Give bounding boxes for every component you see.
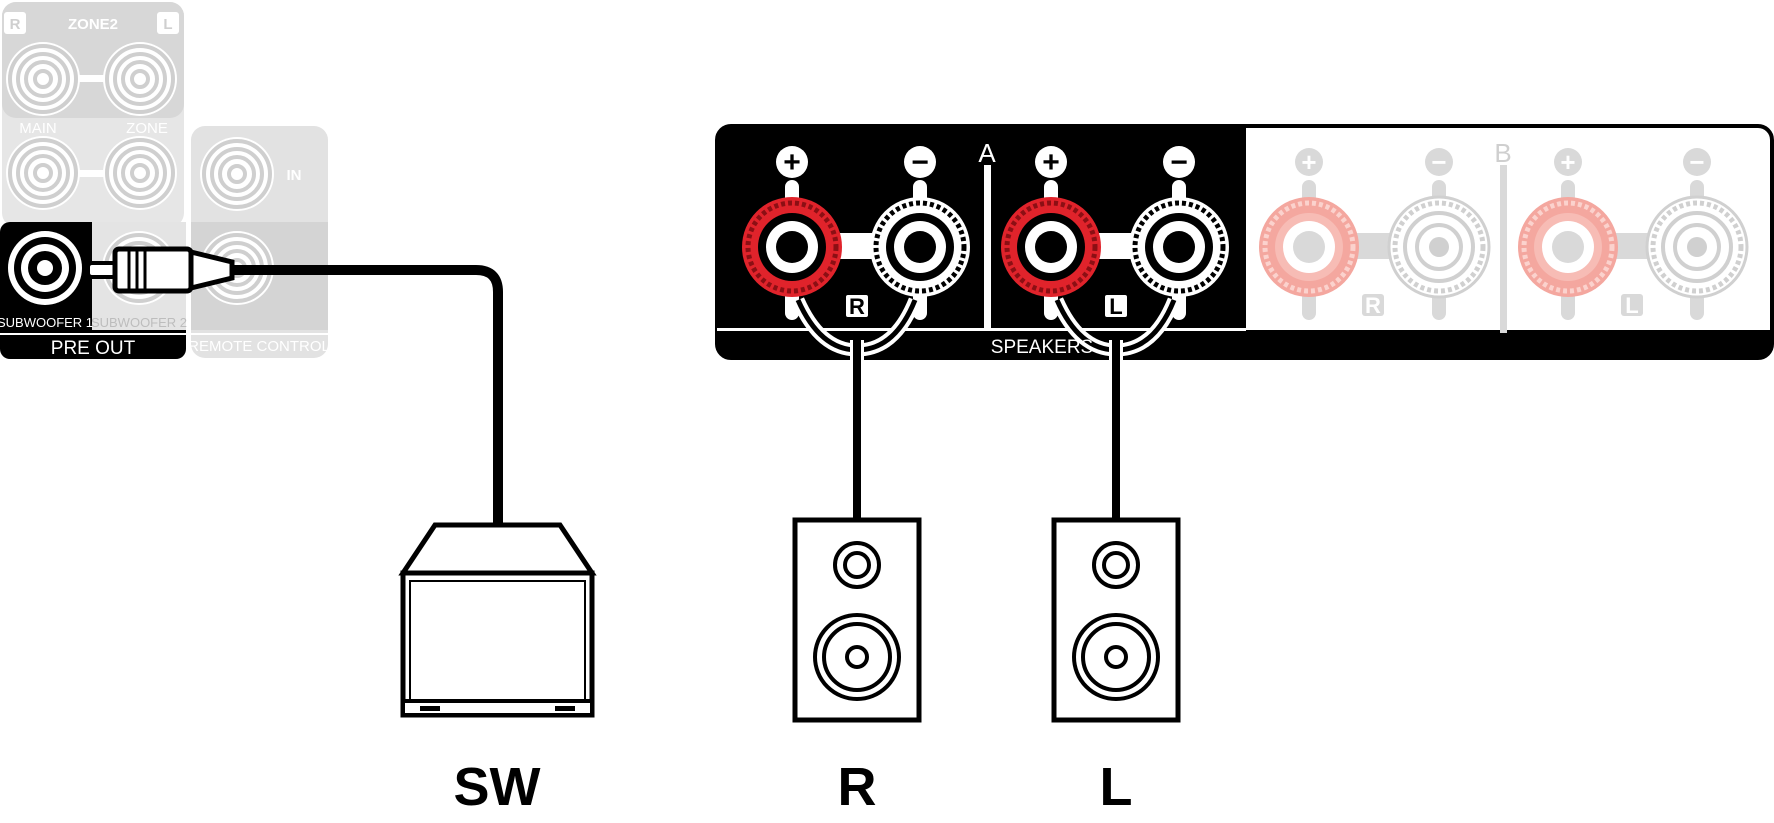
- speakers-panel: A B + − R + −: [715, 124, 1774, 360]
- terminal-b-r-minus[interactable]: [1389, 197, 1489, 297]
- minus-symbol: −: [1431, 147, 1446, 177]
- zone2-r-badge: [4, 12, 26, 34]
- plus-symbol: +: [1560, 147, 1575, 177]
- pre-out-caption: PRE OUT: [51, 338, 136, 359]
- plus-icon: [1035, 146, 1067, 178]
- zone2-panel: R L ZONE2 MAIN ZONE: [2, 2, 184, 227]
- main-jack[interactable]: [4, 134, 82, 212]
- right-speaker: [795, 520, 919, 720]
- rca-plug: [86, 246, 235, 294]
- speaker-a-l-terminals: + − L: [1001, 146, 1229, 320]
- subwoofer-label: SW: [454, 757, 541, 817]
- subwoofer1-label: SUBWOOFER 1: [0, 315, 93, 330]
- left-speaker: [1054, 520, 1178, 720]
- speaker-a-r-terminals: + − R: [742, 146, 970, 320]
- speaker-b-r-terminals: + − R: [1259, 147, 1489, 320]
- zone2-l-badge-text: L: [163, 16, 172, 33]
- left-speaker-label: L: [1100, 757, 1133, 817]
- terminal-a-l-minus[interactable]: [1129, 197, 1229, 297]
- minus-icon: [1163, 146, 1195, 178]
- plus-icon: [1295, 148, 1323, 176]
- minus-symbol: −: [911, 146, 929, 179]
- subwoofer2-label: SUBWOOFER 2: [91, 315, 187, 330]
- zone2-jack-l[interactable]: [101, 40, 179, 118]
- right-speaker-label: R: [838, 757, 877, 817]
- plus-icon: [1554, 148, 1582, 176]
- subwoofer-cable: [230, 265, 503, 525]
- main-label: MAIN: [19, 120, 57, 137]
- minus-icon: [1425, 148, 1453, 176]
- zone2-l-badge: [157, 12, 179, 34]
- terminal-b-r-plus[interactable]: [1259, 197, 1359, 297]
- zone2-r-badge-text: R: [10, 16, 21, 33]
- zone-label: ZONE: [126, 120, 168, 137]
- plus-symbol: +: [1301, 147, 1316, 177]
- channel-r-badge: R: [849, 294, 865, 319]
- group-b-label: B: [1494, 138, 1511, 168]
- speaker-cables: [850, 340, 1123, 520]
- remote-control-panel: IN REMOTE CONTROL: [188, 126, 330, 358]
- group-a-label: A: [978, 138, 996, 168]
- remote-in-label: IN: [287, 167, 302, 184]
- minus-symbol: −: [1170, 146, 1188, 179]
- plus-symbol: +: [783, 146, 801, 179]
- channel-l-badge: L: [1109, 294, 1122, 319]
- speakers-caption: SPEAKERS: [991, 337, 1093, 358]
- terminal-b-l-plus[interactable]: [1518, 197, 1618, 297]
- remote-in-jack[interactable]: [198, 135, 276, 213]
- pre-out-panel: SUBWOOFER 1 SUBWOOFER 2 PRE OUT: [0, 222, 187, 359]
- terminal-a-l-plus[interactable]: [1001, 197, 1101, 297]
- plus-icon: [776, 146, 808, 178]
- minus-icon: [1683, 148, 1711, 176]
- zone-jack[interactable]: [101, 134, 179, 212]
- remote-control-caption: REMOTE CONTROL: [188, 338, 330, 355]
- channel-l-badge-b: L: [1625, 293, 1638, 318]
- terminal-a-r-plus[interactable]: [742, 197, 842, 297]
- channel-r-badge-b: R: [1365, 293, 1381, 318]
- speaker-b-l-terminals: + − L: [1518, 147, 1747, 320]
- minus-icon: [904, 146, 936, 178]
- zone2-title: ZONE2: [68, 16, 118, 33]
- terminal-b-l-minus[interactable]: [1647, 197, 1747, 297]
- zone2-jack-r[interactable]: [4, 40, 82, 118]
- subwoofer: [398, 522, 597, 718]
- plus-symbol: +: [1042, 146, 1060, 179]
- terminal-a-r-minus[interactable]: [870, 197, 970, 297]
- minus-symbol: −: [1689, 147, 1704, 177]
